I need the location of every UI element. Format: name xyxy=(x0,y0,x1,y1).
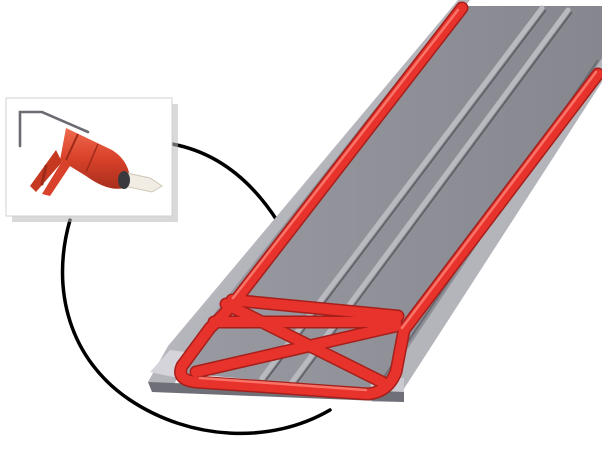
inset-panel xyxy=(6,98,178,222)
metal-channel xyxy=(148,0,602,402)
